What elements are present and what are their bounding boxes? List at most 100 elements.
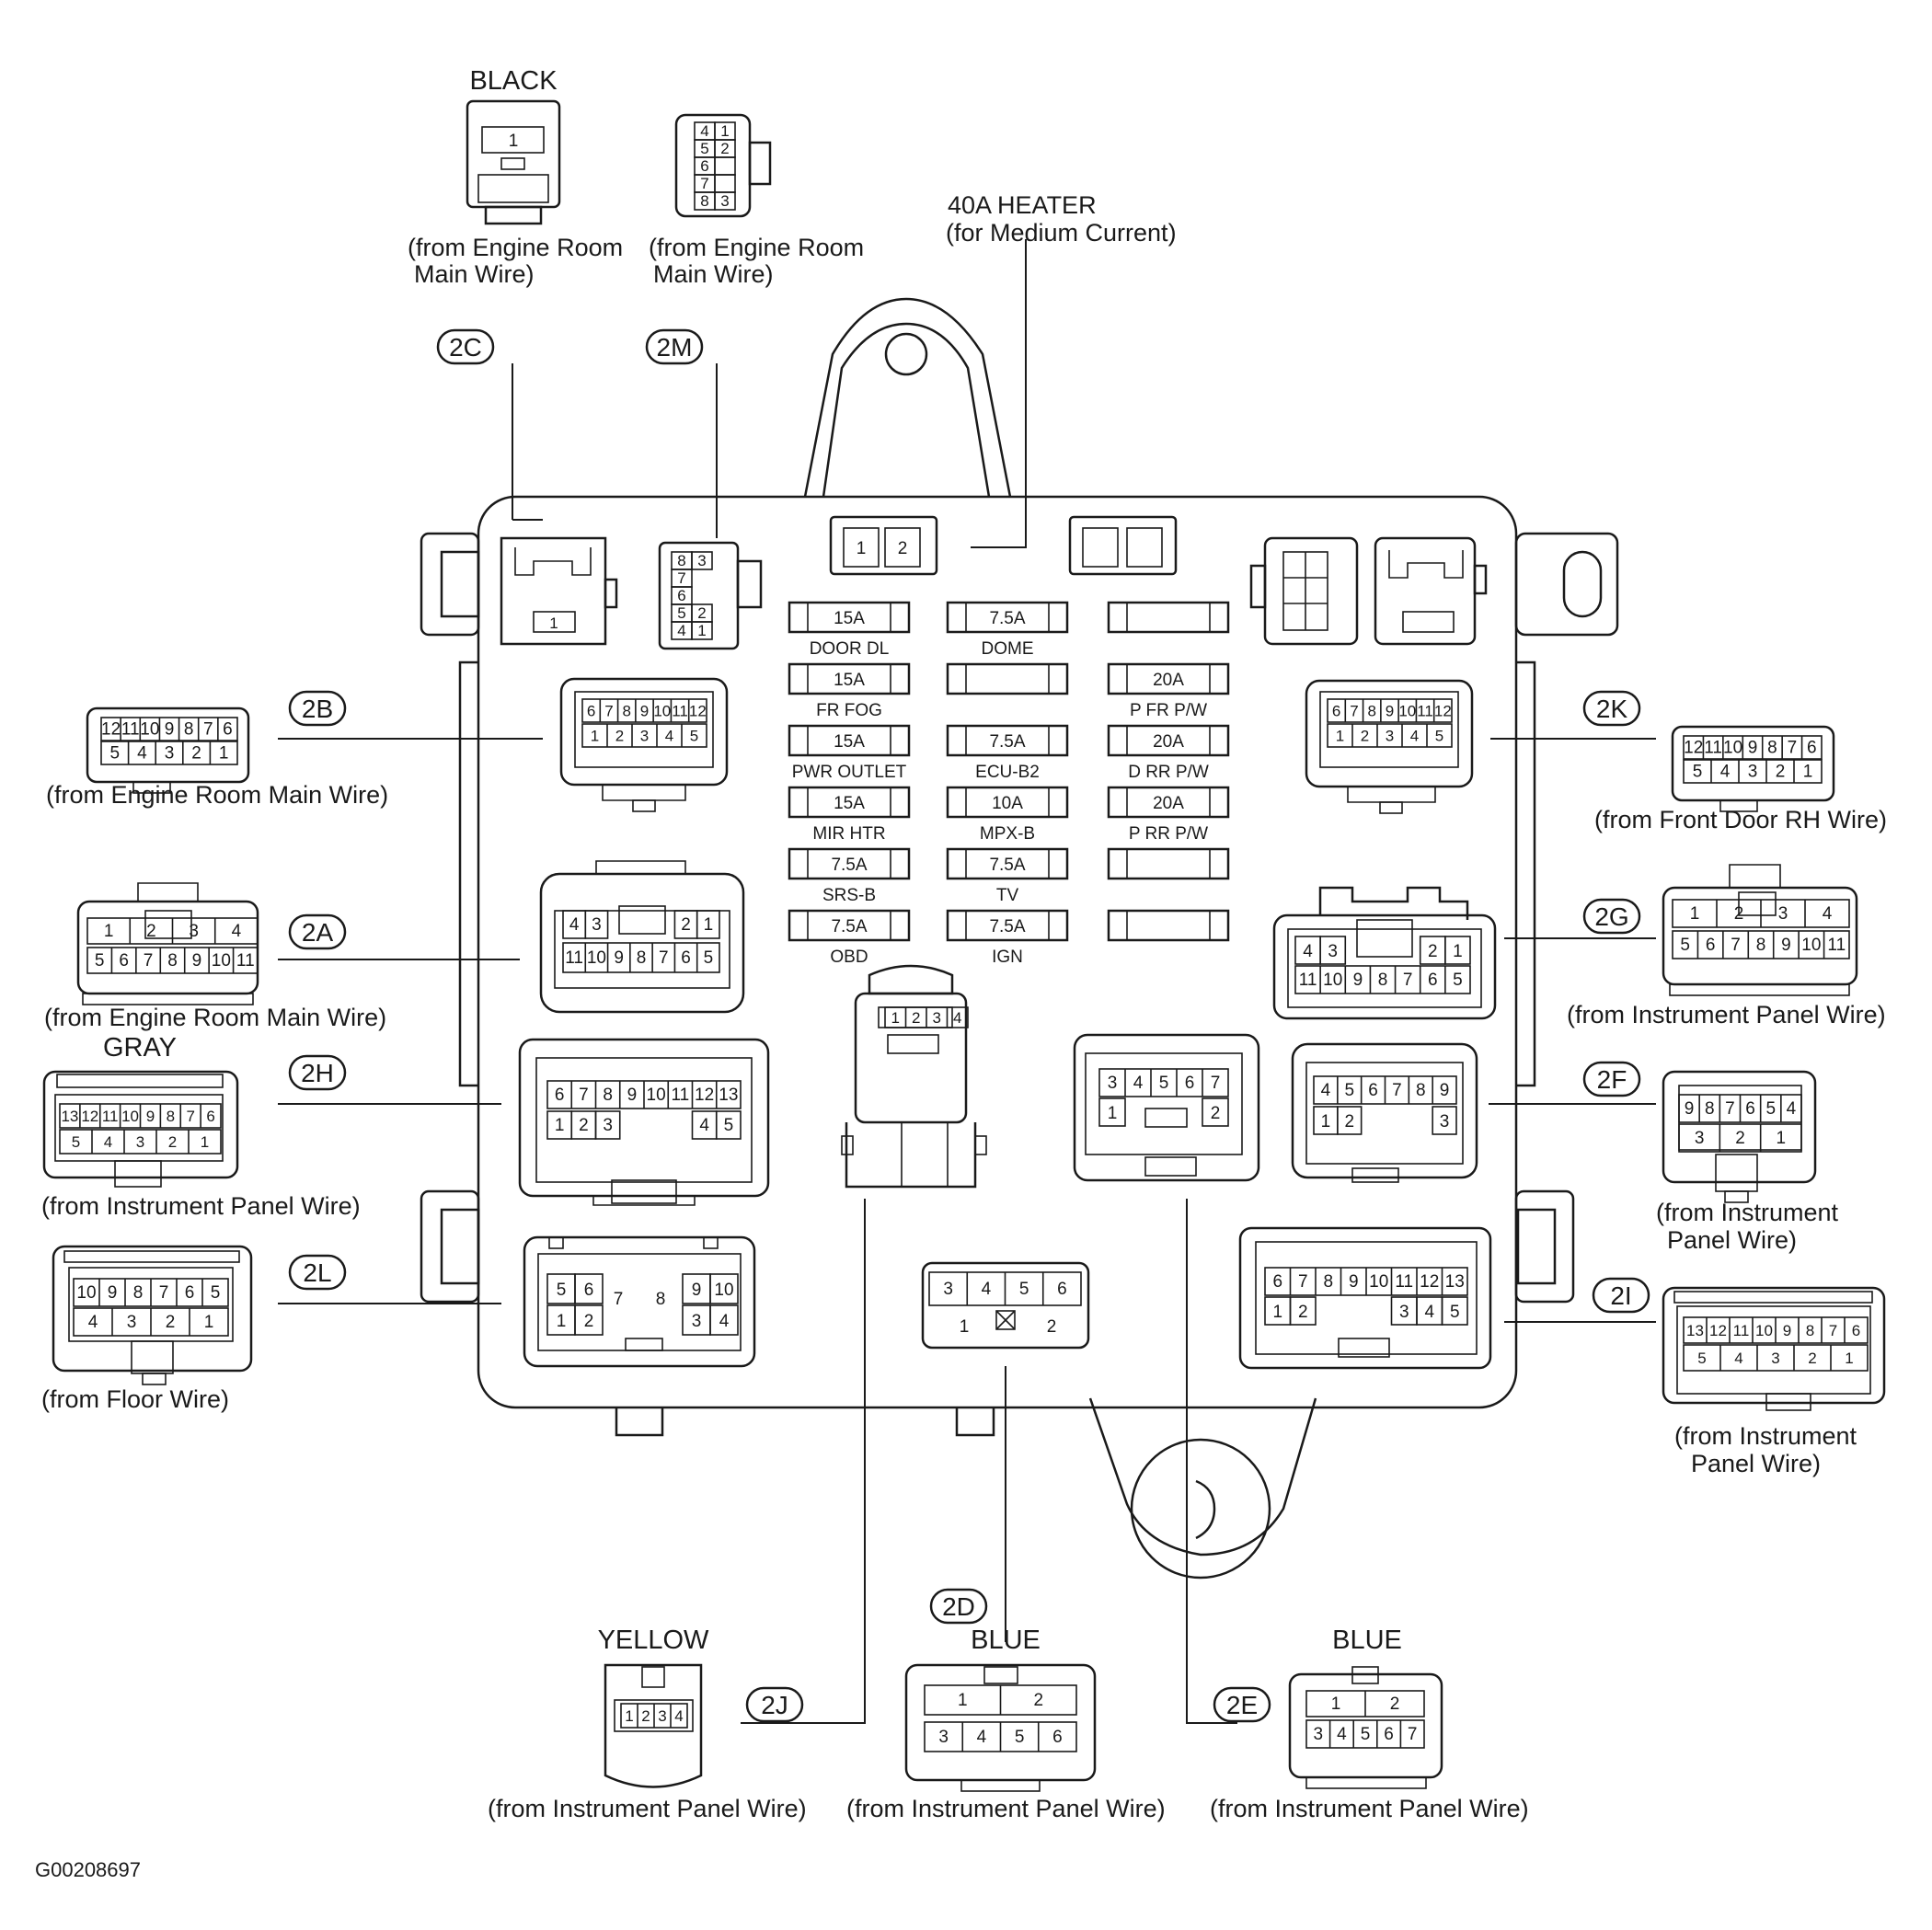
callout-lines: [278, 239, 1656, 1724]
fuse-name: P FR P/W: [1130, 701, 1207, 720]
s2l-pin-2: 2: [584, 1312, 594, 1331]
c2g-pin-10: 10: [1801, 936, 1821, 955]
connector-2c-color: BLACK: [469, 66, 558, 96]
s2a-pin-9: 9: [614, 948, 624, 968]
tag-2j: 2J: [745, 1686, 804, 1723]
c2f-pin-5: 5: [1765, 1099, 1776, 1119]
c2g-pin-6: 6: [1706, 936, 1716, 955]
s2b-pin-8: 8: [622, 703, 630, 720]
s2k-pin-7: 7: [1350, 703, 1358, 720]
fuse-rating: 15A: [834, 671, 865, 690]
s2b-pin-3: 3: [640, 728, 649, 745]
s2k-pin-1: 1: [1336, 728, 1344, 745]
fuse-name: SRS-B: [822, 886, 876, 905]
c2i-pin-4: 4: [1734, 1350, 1742, 1367]
c2l-pin-1: 1: [204, 1313, 214, 1332]
tag-2b-text: 2B: [302, 695, 333, 723]
fuse-col3-5: [1107, 847, 1230, 880]
c2b-pin-6: 6: [223, 720, 233, 740]
s2h-pin-3: 3: [603, 1116, 613, 1135]
c2i-pin-5: 5: [1697, 1350, 1706, 1367]
s2a-pin-2: 2: [681, 915, 691, 935]
s2m-pin-4: 4: [677, 622, 685, 639]
c2h-pin-3: 3: [136, 1133, 144, 1151]
connector-2m-caption-line1: (from Engine Room: [649, 234, 864, 261]
s2i-pin-8: 8: [1323, 1272, 1333, 1292]
s2k-pin-12: 12: [1434, 703, 1452, 720]
fuse-name: MIR HTR: [812, 824, 885, 844]
c2f-pin-9: 9: [1685, 1099, 1695, 1119]
socket-heater-return: [1249, 536, 1359, 646]
c2a-pin-6: 6: [119, 951, 129, 971]
c2j-pin-1: 1: [625, 1707, 633, 1725]
c2h-pin-5: 5: [72, 1133, 80, 1151]
s2b-pin-2: 2: [615, 728, 624, 745]
s2f-pin-1: 1: [1321, 1112, 1331, 1132]
c2i-pin-7: 7: [1829, 1322, 1837, 1339]
c2h-pin-2: 2: [168, 1133, 177, 1151]
s2b-pin-4: 4: [665, 728, 673, 745]
s2l-pin-6: 6: [584, 1281, 594, 1300]
s2j-pin-3: 3: [933, 1009, 941, 1027]
tag-2l-text: 2L: [303, 1258, 331, 1287]
s2g-pin-7: 7: [1403, 971, 1413, 990]
c2h-pin-6: 6: [206, 1108, 214, 1125]
connector-2m-caption-line2: Main Wire): [653, 260, 774, 288]
s2e-pin-6: 6: [1185, 1074, 1195, 1093]
connector-2g-caption: (from Instrument Panel Wire): [1567, 1001, 1886, 1028]
tag-2i: 2I: [1592, 1277, 1650, 1314]
connector-2j-caption: (from Instrument Panel Wire): [488, 1795, 807, 1822]
c2g-pin-8: 8: [1756, 936, 1766, 955]
s2f-pin-9: 9: [1440, 1081, 1450, 1100]
s2b-pin-9: 9: [640, 703, 649, 720]
c2i-pin-2: 2: [1808, 1350, 1816, 1367]
tag-2f: 2F: [1582, 1061, 1641, 1097]
s2f-pin-7: 7: [1392, 1081, 1402, 1100]
s2l-pin-5: 5: [557, 1281, 567, 1300]
s2d-pin-3: 3: [943, 1280, 953, 1299]
s2k-pin-6: 6: [1332, 703, 1340, 720]
c2f-pin-8: 8: [1705, 1099, 1715, 1119]
c2g-pin-3: 3: [1778, 904, 1788, 924]
s2e-pin-4: 4: [1133, 1074, 1144, 1093]
tag-2m-text: 2M: [657, 333, 693, 362]
fuse-name: IGN: [992, 948, 1023, 967]
s2h-pin-5: 5: [724, 1116, 734, 1135]
s2e-pin-2: 2: [1211, 1104, 1221, 1123]
s2g-pin-11: 11: [1299, 971, 1317, 990]
fuse-rating: 15A: [834, 609, 865, 628]
tag-2j-text: 2J: [761, 1691, 788, 1719]
c2m-pin-7: 7: [700, 175, 708, 192]
fuse-rating: 7.5A: [989, 732, 1025, 752]
s2m-pin-3: 3: [697, 552, 706, 569]
tag-2k-text: 2K: [1596, 695, 1628, 723]
c2b-pin-9: 9: [165, 720, 175, 740]
socket-heater-relay: 1 2: [829, 515, 938, 576]
s2k-pin-11: 11: [1417, 703, 1433, 720]
s2i-pin-10: 10: [1369, 1272, 1388, 1292]
s2d-pin-1: 1: [960, 1317, 970, 1337]
c2h-pin-12: 12: [81, 1108, 98, 1125]
c2j-pin-4: 4: [674, 1707, 683, 1725]
c2h-pin-13: 13: [61, 1108, 78, 1125]
s2b-pin-5: 5: [690, 728, 698, 745]
s2a-pin-3: 3: [592, 915, 602, 935]
c2l-pin-5: 5: [211, 1283, 221, 1303]
connector-2h-caption: (from Instrument Panel Wire): [41, 1192, 361, 1220]
s2h-pin-8: 8: [603, 1086, 613, 1105]
c2l-pin-4: 4: [88, 1313, 98, 1332]
c2e-pin-4: 4: [1337, 1725, 1347, 1744]
fuse-rating: 7.5A: [989, 917, 1025, 936]
